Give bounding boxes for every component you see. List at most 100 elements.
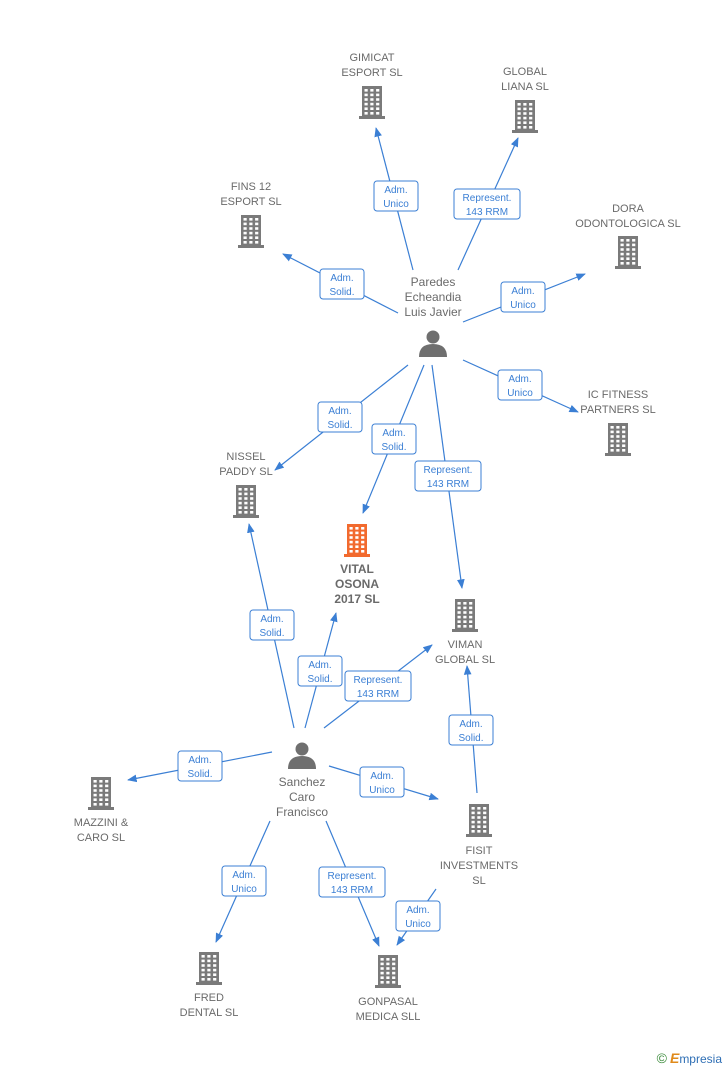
- node-label: CARO SL: [77, 832, 125, 844]
- person-icon: [419, 330, 447, 357]
- relation-label-text: Adm.: [382, 428, 405, 439]
- brand-name: mpresia: [679, 1052, 722, 1066]
- relation-label[interactable]: Adm. Solid.: [448, 714, 494, 746]
- node-label: GIMICAT: [349, 52, 394, 64]
- relation-label-text: Unico: [510, 300, 536, 311]
- company-node-mazzini[interactable]: MAZZINI & CARO SL: [74, 777, 129, 844]
- node-label: GLOBAL: [503, 66, 547, 78]
- relation-label-box: [221, 865, 267, 897]
- relation-label-text: Solid.: [458, 733, 483, 744]
- relation-label-text: Unico: [405, 919, 431, 930]
- node-label: VITAL: [340, 562, 374, 576]
- relation-label[interactable]: Adm. Solid.: [371, 423, 417, 455]
- relation-label[interactable]: Adm.Unico: [359, 766, 405, 798]
- relation-label[interactable]: Represent. 143 RRM: [344, 670, 412, 702]
- node-label: Paredes: [411, 275, 456, 289]
- relation-label[interactable]: Represent.143 RRM: [318, 866, 386, 898]
- relation-label[interactable]: Adm.Solid.: [177, 750, 223, 782]
- relation-label-text: Adm.: [260, 614, 283, 625]
- relation-label-box: [453, 188, 521, 220]
- relation-label-box: [297, 655, 343, 687]
- relation-label-box: [373, 180, 419, 212]
- company-node-fins12[interactable]: FINS 12 ESPORT SL: [220, 181, 282, 248]
- relation-label-box: [500, 281, 546, 313]
- relation-label-box: [177, 750, 223, 782]
- building-icon: [359, 86, 385, 119]
- company-node-icfitness[interactable]: IC FITNESS PARTNERS SL: [580, 389, 656, 456]
- empresia-brand[interactable]: ©Empresia: [657, 1050, 722, 1066]
- relation-label-box: [317, 401, 363, 433]
- building-icon: [452, 599, 478, 632]
- node-label: Caro: [289, 790, 315, 804]
- relation-label-box: [497, 369, 543, 401]
- relation-label-box: [414, 460, 482, 492]
- node-label: ODONTOLOGICA SL: [575, 218, 681, 230]
- building-icon: [196, 952, 222, 985]
- relation-label[interactable]: Represent.143 RRM: [453, 188, 521, 220]
- relation-label-text: Adm.: [459, 719, 482, 730]
- relation-label-text: Unico: [383, 199, 409, 210]
- relation-label[interactable]: Adm. Solid.: [249, 609, 295, 641]
- brand-e: E: [669, 1050, 680, 1066]
- copyright-symbol: ©: [656, 1050, 667, 1066]
- node-label: GONPASAL: [358, 996, 418, 1008]
- relation-label[interactable]: Adm.Unico: [500, 281, 546, 313]
- node-label: PARTNERS SL: [580, 404, 655, 416]
- relation-label-box: [319, 268, 365, 300]
- building-icon: [233, 485, 259, 518]
- node-label: FRED: [194, 992, 224, 1004]
- relation-label-text: Adm.: [328, 406, 351, 417]
- node-label: ESPORT SL: [341, 67, 402, 79]
- relation-label-box: [344, 670, 412, 702]
- building-icon: [615, 236, 641, 269]
- relation-label-text: Represent.: [354, 675, 403, 686]
- node-label: FINS 12: [231, 181, 271, 193]
- relation-label-text: Unico: [507, 388, 533, 399]
- relation-label-text: Represent.: [328, 871, 377, 882]
- relation-label-text: Solid.: [381, 442, 406, 453]
- node-label: IC FITNESS: [588, 389, 649, 401]
- relation-label-text: 143 RRM: [357, 689, 399, 700]
- node-label: OSONA: [335, 577, 379, 591]
- relation-label-box: [249, 609, 295, 641]
- relation-label[interactable]: Adm. Solid.: [317, 401, 363, 433]
- node-label: GLOBAL SL: [435, 654, 495, 666]
- relation-label-text: Adm.: [330, 273, 353, 284]
- relation-label[interactable]: Adm.Solid.: [297, 655, 343, 687]
- node-label: ESPORT SL: [220, 196, 281, 208]
- building-icon: [466, 804, 492, 837]
- relation-label-box: [395, 900, 441, 932]
- relation-label[interactable]: Adm.Solid.: [319, 268, 365, 300]
- relation-label-text: Solid.: [327, 420, 352, 431]
- building-icon: [375, 955, 401, 988]
- relation-label-text: Adm.: [384, 185, 407, 196]
- relation-label-text: Represent.: [463, 193, 512, 204]
- building-icon: [512, 100, 538, 133]
- company-node-fred[interactable]: FRED DENTAL SL: [180, 952, 239, 1019]
- relation-label-text: Adm.: [370, 771, 393, 782]
- node-label: NISSEL: [226, 451, 265, 463]
- company-node-gimicat[interactable]: GIMICAT ESPORT SL: [341, 52, 403, 119]
- node-label: Sanchez: [279, 775, 326, 789]
- node-label: Luis Javier: [404, 305, 461, 319]
- relation-label[interactable]: Adm. Unico: [373, 180, 419, 212]
- relation-label[interactable]: Adm.Unico: [497, 369, 543, 401]
- node-label: MAZZINI &: [74, 817, 129, 829]
- node-label: DENTAL SL: [180, 1007, 239, 1019]
- relation-label[interactable]: Adm.Unico: [221, 865, 267, 897]
- relation-label-text: Adm.: [308, 660, 331, 671]
- node-label: INVESTMENTS: [440, 860, 518, 872]
- relation-label-text: Solid.: [259, 628, 284, 639]
- relation-label[interactable]: Represent.143 RRM: [414, 460, 482, 492]
- relation-label[interactable]: Adm.Unico: [395, 900, 441, 932]
